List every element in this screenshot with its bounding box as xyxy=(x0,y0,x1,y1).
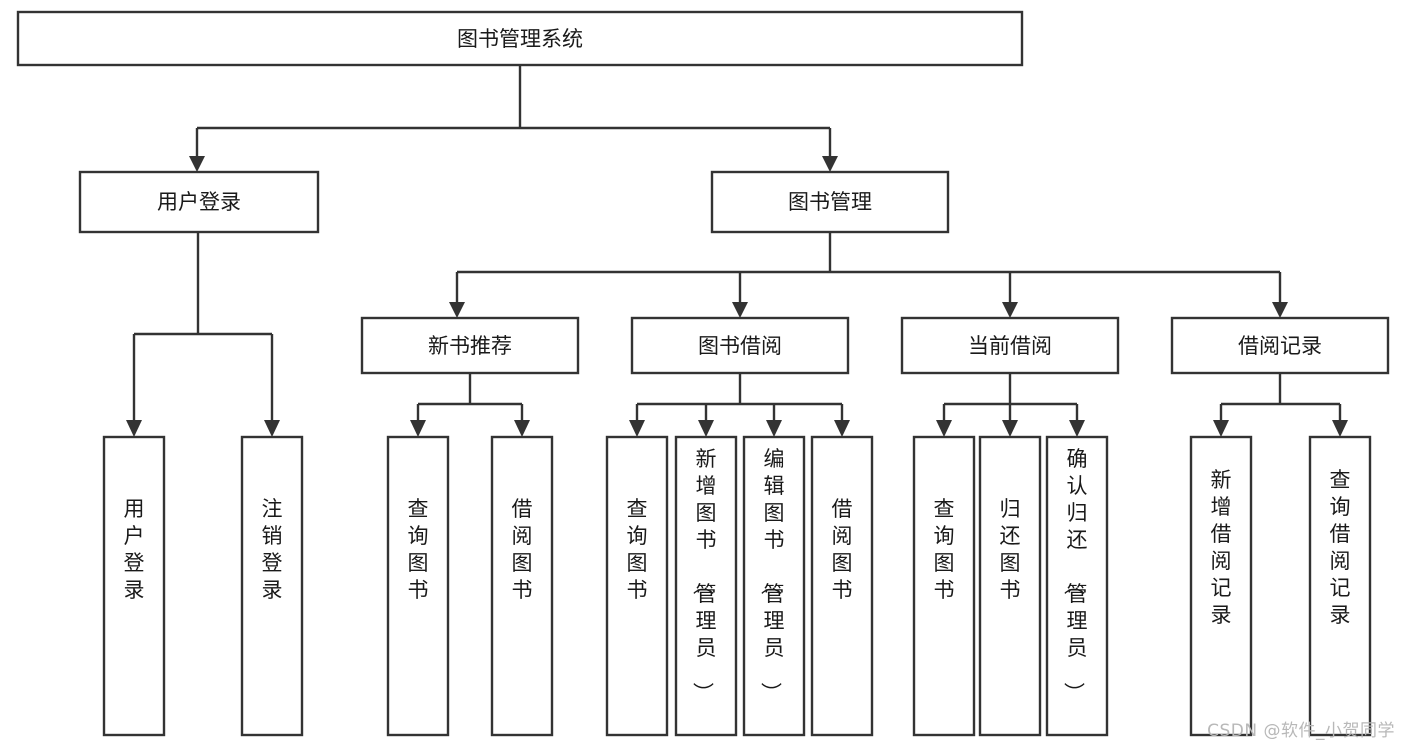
connector-group-current-borrow xyxy=(936,373,1085,437)
node-book-borrow-box[interactable] xyxy=(630,316,850,375)
node-leaf-add-record-box[interactable] xyxy=(1189,435,1253,737)
node-leaf-borrow-book-2[interactable]: 借阅图书 xyxy=(810,435,874,737)
arrow-head-leaf-add-book xyxy=(698,420,714,437)
node-new-book-rec-label: 新书推荐 xyxy=(428,334,512,358)
connector-group-book-manage xyxy=(449,232,1288,318)
node-new-book-rec-box[interactable] xyxy=(360,316,580,375)
node-book-manage[interactable]: 图书管理 xyxy=(710,170,950,234)
node-current-borrow-box[interactable] xyxy=(900,316,1120,375)
node-leaf-query-record-box[interactable] xyxy=(1308,435,1372,737)
arrow-head-leaf-return-book xyxy=(1002,420,1018,437)
node-leaf-edit-book-label: 编辑图书（管理员） xyxy=(759,447,785,703)
node-current-borrow-label: 当前借阅 xyxy=(968,334,1052,358)
node-borrow-record-label: 借阅记录 xyxy=(1238,334,1322,358)
arrow-head-current-borrow xyxy=(1002,302,1018,318)
arrow-head-new-book-rec xyxy=(449,302,465,318)
arrow-head-leaf-confirm-return xyxy=(1069,420,1085,437)
connector-group-root xyxy=(189,65,838,172)
node-borrow-record-box[interactable] xyxy=(1170,316,1390,375)
node-leaf-edit-book[interactable]: 编辑图书（管理员） xyxy=(742,435,806,737)
arrow-head-leaf-query-book-2 xyxy=(629,420,645,437)
node-leaf-query-book-1-box[interactable] xyxy=(386,435,450,737)
arrow-head-leaf-query-book-3 xyxy=(936,420,952,437)
node-leaf-confirm-return[interactable]: 确认归还（管理员） xyxy=(1045,435,1109,737)
arrow-head-book-borrow xyxy=(732,302,748,318)
arrow-head-leaf-user-login xyxy=(126,420,142,437)
node-leaf-query-book-3-label: 查询图书 xyxy=(934,497,955,602)
node-leaf-query-book-2-box[interactable] xyxy=(605,435,669,737)
arrow-head-leaf-borrow-book-2 xyxy=(834,420,850,437)
node-user-login-box[interactable] xyxy=(78,170,320,234)
node-leaf-add-book-label: 新增图书（管理员） xyxy=(691,447,717,703)
node-leaf-borrow-book-1[interactable]: 借阅图书 xyxy=(490,435,554,737)
node-user-login[interactable]: 用户登录 xyxy=(78,170,320,234)
node-leaf-confirm-return-label: 确认归还（管理员） xyxy=(1062,447,1088,703)
node-leaf-query-book-1-label: 查询图书 xyxy=(408,497,429,602)
node-leaf-confirm-return-box[interactable] xyxy=(1045,435,1109,737)
node-leaf-user-login-box[interactable] xyxy=(102,435,166,737)
arrow-head-borrow-record xyxy=(1272,302,1288,318)
node-leaf-query-book-2[interactable]: 查询图书 xyxy=(605,435,669,737)
node-leaf-user-login[interactable]: 用户登录 xyxy=(102,435,166,737)
node-leaf-borrow-book-1-box[interactable] xyxy=(490,435,554,737)
arrow-head-leaf-query-book-1 xyxy=(410,420,426,437)
node-leaf-return-book-box[interactable] xyxy=(978,435,1042,737)
node-leaf-query-book-3-box[interactable] xyxy=(912,435,976,737)
node-book-borrow[interactable]: 图书借阅 xyxy=(630,316,850,375)
arrow-head-book-manage xyxy=(822,156,838,172)
node-book-manage-label: 图书管理 xyxy=(788,190,872,214)
node-leaf-add-record-label: 新增借阅记录 xyxy=(1211,468,1232,627)
connector-group-borrow-record xyxy=(1213,373,1348,437)
node-leaf-borrow-book-2-box[interactable] xyxy=(810,435,874,737)
node-root-box[interactable] xyxy=(16,10,1024,67)
node-leaf-query-book-1[interactable]: 查询图书 xyxy=(386,435,450,737)
connector-group-book-borrow xyxy=(629,373,850,437)
connector-group-user-login xyxy=(126,232,280,437)
node-leaf-user-logout-label: 注销登录 xyxy=(262,497,283,602)
arrow-head-leaf-user-logout xyxy=(264,420,280,437)
connector-group-new-book-rec xyxy=(410,373,530,437)
node-leaf-user-logout[interactable]: 注销登录 xyxy=(240,435,304,737)
node-leaf-user-logout-box[interactable] xyxy=(240,435,304,737)
node-borrow-record[interactable]: 借阅记录 xyxy=(1170,316,1390,375)
node-leaf-add-record[interactable]: 新增借阅记录 xyxy=(1189,435,1253,737)
node-leaf-user-login-label: 用户登录 xyxy=(124,497,145,602)
node-leaf-query-record-label: 查询借阅记录 xyxy=(1330,468,1351,627)
arrow-head-user-login xyxy=(189,156,205,172)
node-leaf-borrow-book-1-label: 借阅图书 xyxy=(512,497,533,602)
node-user-login-label: 用户登录 xyxy=(157,190,241,214)
arrow-head-leaf-query-record xyxy=(1332,420,1348,437)
node-leaf-query-book-3[interactable]: 查询图书 xyxy=(912,435,976,737)
node-book-manage-box[interactable] xyxy=(710,170,950,234)
node-root[interactable]: 图书管理系统 xyxy=(16,10,1024,67)
node-leaf-borrow-book-2-label: 借阅图书 xyxy=(832,497,853,602)
node-book-borrow-label: 图书借阅 xyxy=(698,334,782,358)
arrow-head-leaf-add-record xyxy=(1213,420,1229,437)
node-leaf-query-record[interactable]: 查询借阅记录 xyxy=(1308,435,1372,737)
node-leaf-return-book[interactable]: 归还图书 xyxy=(978,435,1042,737)
node-leaf-return-book-label: 归还图书 xyxy=(1000,497,1021,602)
node-current-borrow[interactable]: 当前借阅 xyxy=(900,316,1120,375)
arrow-head-leaf-edit-book xyxy=(766,420,782,437)
node-leaf-add-book-box[interactable] xyxy=(674,435,738,737)
node-new-book-rec[interactable]: 新书推荐 xyxy=(360,316,580,375)
arrow-head-leaf-borrow-book-1 xyxy=(514,420,530,437)
node-leaf-edit-book-box[interactable] xyxy=(742,435,806,737)
node-leaf-add-book[interactable]: 新增图书（管理员） xyxy=(674,435,738,737)
node-leaf-query-book-2-label: 查询图书 xyxy=(627,497,648,602)
node-root-label: 图书管理系统 xyxy=(457,27,583,51)
